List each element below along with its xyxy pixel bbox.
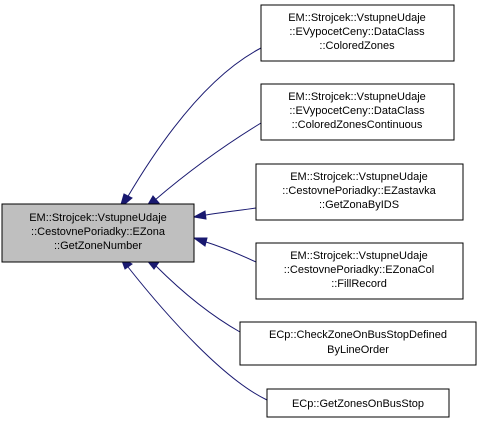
caller-node-check-zone-on-bus-stop[interactable]: ECp::CheckZoneOnBusStopDefined ByLineOrd… bbox=[239, 321, 477, 366]
edge-to-fill-record bbox=[192, 237, 257, 263]
caller-node-line: ::ColoredZones bbox=[319, 40, 395, 52]
focus-node-line-2: ::CestovnePoriadky::EZona bbox=[31, 226, 166, 238]
caller-node-line: EM::Strojcek::VstupneUdaje bbox=[288, 91, 426, 103]
caller-node-line: ::CestovnePoriadky::EZonaCol bbox=[284, 264, 434, 276]
caller-node-line: ::EVypocetCeny::DataClass bbox=[289, 105, 425, 117]
caller-node-line: EM::Strojcek::VstupneUdaje bbox=[290, 171, 428, 183]
focus-node-get-zone-number[interactable]: EM::Strojcek::VstupneUdaje ::CestovnePor… bbox=[1, 203, 195, 263]
caller-node-line: ECp::CheckZoneOnBusStopDefined bbox=[269, 329, 447, 341]
caller-node-line: ByLineOrder bbox=[327, 344, 389, 356]
caller-node-get-zona-by-ids[interactable]: EM::Strojcek::VstupneUdaje ::CestovnePor… bbox=[255, 163, 464, 221]
caller-node-line: ::ColoredZonesContinuous bbox=[292, 119, 423, 131]
caller-node-colored-zones-continuous[interactable]: EM::Strojcek::VstupneUdaje ::EVypocetCen… bbox=[260, 83, 455, 141]
edge-to-colored-zones-continuous bbox=[144, 122, 262, 209]
caller-node-get-zones-on-bus-stop[interactable]: ECp::GetZonesOnBusStop bbox=[266, 388, 450, 418]
edge-to-colored-zones bbox=[119, 47, 262, 210]
edge-to-check-zone-on-bus-stop bbox=[144, 258, 241, 333]
caller-node-colored-zones[interactable]: EM::Strojcek::VstupneUdaje ::EVypocetCen… bbox=[260, 4, 455, 62]
caller-node-line: EM::Strojcek::VstupneUdaje bbox=[290, 250, 428, 262]
caller-node-line: ECp::GetZonesOnBusStop bbox=[292, 398, 424, 410]
caller-node-line: ::GetZonaByIDS bbox=[319, 199, 399, 211]
edge-to-get-zona-by-ids bbox=[192, 207, 257, 220]
caller-node-line: ::EVypocetCeny::DataClass bbox=[289, 26, 425, 38]
caller-node-line: ::CestovnePoriadky::EZastavka bbox=[282, 185, 436, 197]
caller-node-fill-record[interactable]: EM::Strojcek::VstupneUdaje ::CestovnePor… bbox=[255, 242, 464, 300]
caller-node-line: ::FillRecord bbox=[331, 278, 387, 290]
focus-node-line-1: EM::Strojcek::VstupneUdaje bbox=[29, 212, 167, 224]
focus-node-line-3: ::GetZoneNumber bbox=[54, 240, 142, 252]
caller-node-line: EM::Strojcek::VstupneUdaje bbox=[288, 12, 426, 24]
